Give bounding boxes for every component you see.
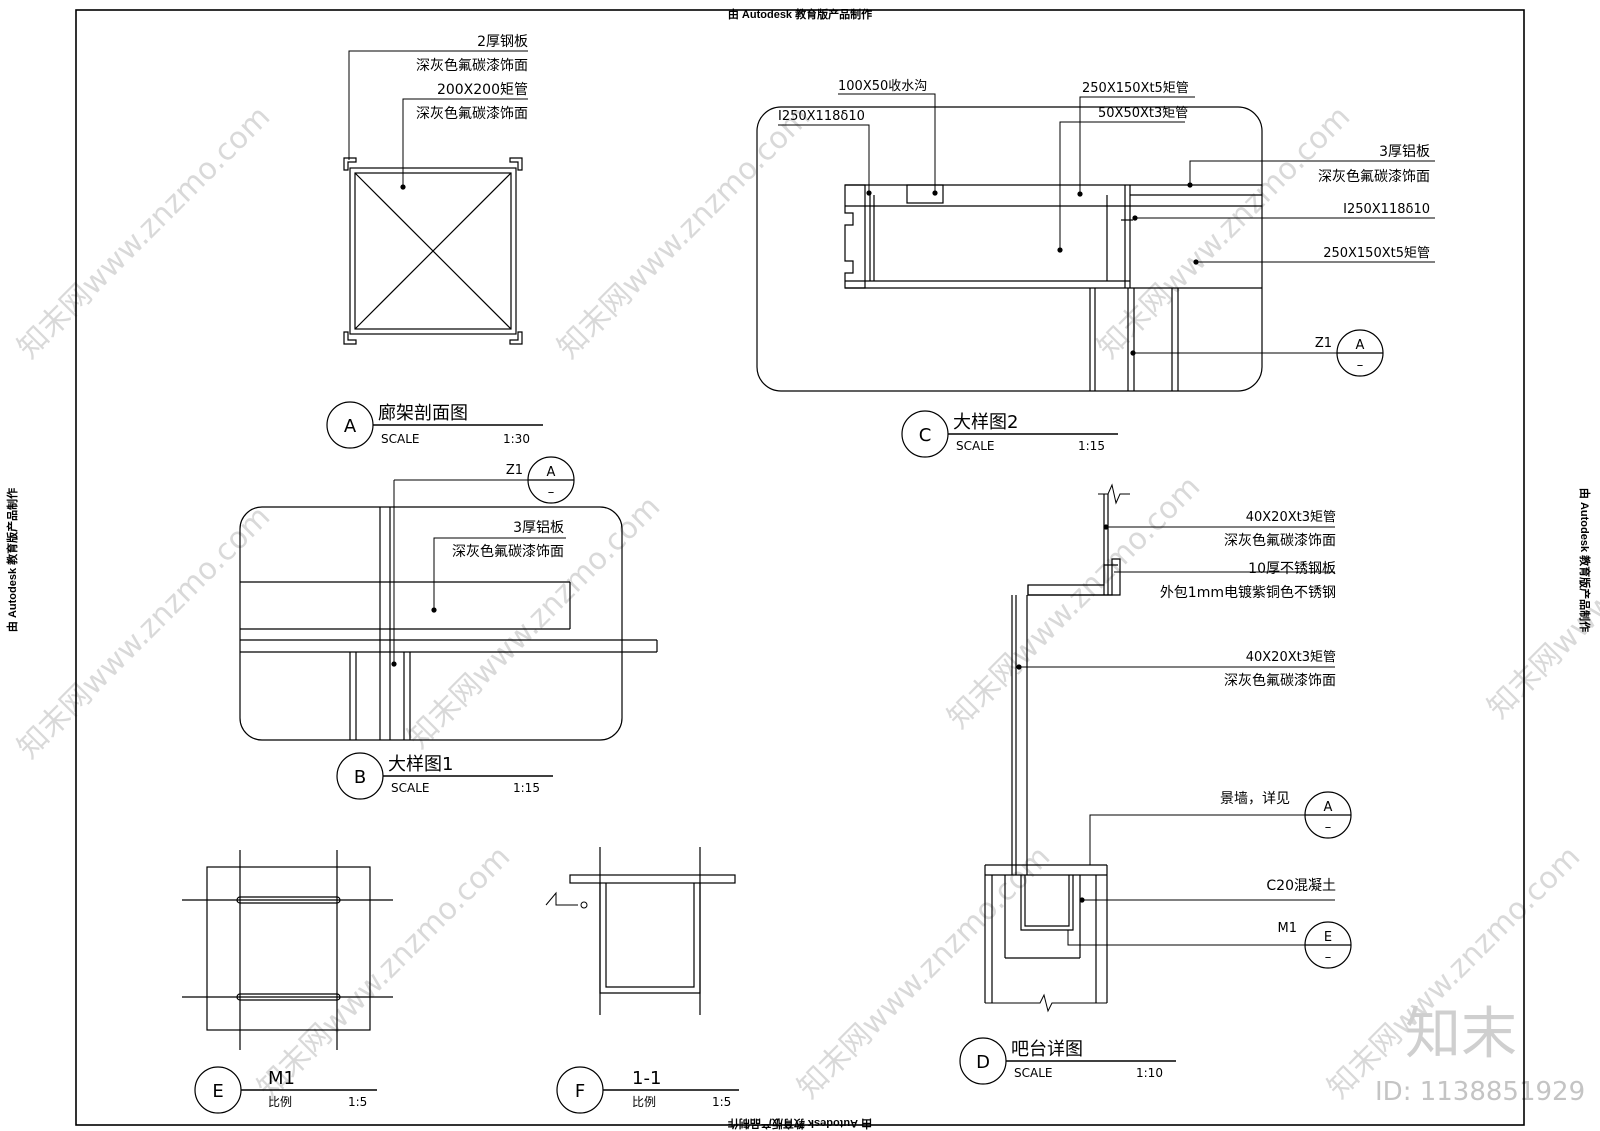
detail-a	[343, 50, 528, 345]
label-d-concrete: C20混凝土	[1266, 878, 1336, 894]
title-block-c: C 大样图2 SCALE 1:15	[901, 410, 1118, 458]
scale-a: 1:30	[503, 432, 530, 446]
label-c-ibeam-left: I250X118δ10	[778, 109, 865, 124]
label-d-finish-2: 深灰色氟碳漆饰面	[1224, 672, 1336, 689]
label-d-tube-1: 40X20Xt3矩管	[1246, 510, 1336, 525]
label-c-tube-top: 250X150Xt5矩管	[1082, 81, 1189, 96]
tag-e: E	[212, 1081, 223, 1102]
title-f: 1-1	[632, 1068, 661, 1089]
scale-label-d: SCALE	[1014, 1066, 1052, 1080]
label-a-4: 深灰色氟碳漆饰面	[416, 105, 528, 122]
stamp-top: 由 Autodesk 教育版产品制作	[728, 7, 872, 21]
ref-d-m1-top: E	[1324, 930, 1332, 945]
title-e: M1	[268, 1068, 295, 1089]
label-a-3: 200X200矩管	[437, 82, 528, 98]
label-d-finish-1: 深灰色氟碳漆饰面	[1224, 532, 1336, 549]
watermark-text: 知末网www.znzmo.com	[251, 839, 517, 1105]
ref-b-bottom: –	[548, 485, 555, 500]
scale-label-c: SCALE	[956, 439, 994, 453]
label-c-finish: 深灰色氟碳漆饰面	[1318, 168, 1430, 185]
tag-c: C	[919, 425, 932, 446]
label-d-cladding: 外包1mm电镀紫铜色不锈钢	[1160, 584, 1336, 601]
title-block-f: F 1-1 比例 1:5	[556, 1066, 739, 1114]
stamp-right: 由 Autodesk 教育版产品制作	[1578, 488, 1592, 632]
watermark-id: ID: 1138851929	[1375, 1077, 1585, 1107]
scale-b: 1:15	[513, 781, 540, 795]
tag-d: D	[976, 1052, 990, 1073]
sheet-border	[75, 9, 1525, 1126]
label-a-2: 深灰色氟碳漆饰面	[416, 57, 528, 74]
scale-label-e: 比例	[268, 1095, 292, 1109]
title-block-d: D 吧台详图 SCALE 1:10	[959, 1037, 1176, 1085]
watermark-text: 知末网www.znzmo.com	[551, 99, 817, 365]
detail-d	[984, 483, 1352, 1013]
detail-f	[545, 847, 736, 1015]
label-d-plate: 10厚不锈钢板	[1248, 561, 1336, 577]
label-b-1: 3厚铝板	[513, 520, 564, 536]
title-d: 吧台详图	[1011, 1039, 1083, 1060]
watermark-text: 知末网www.znzmo.com	[1091, 99, 1357, 365]
label-d-wall: 景墙，详见	[1220, 791, 1290, 807]
tag-b: B	[354, 767, 366, 788]
label-c-small-tube: 50X50Xt3矩管	[1098, 106, 1188, 121]
ref-d-wall-top: A	[1324, 800, 1333, 815]
label-c-gutter: 100X50收水沟	[838, 79, 927, 94]
watermark-text: 知末网www.znzmo.com	[11, 99, 277, 365]
label-c-ibeam-right: I250X118δ10	[1343, 202, 1430, 217]
title-a: 廊架剖面图	[378, 403, 468, 424]
scale-f: 1:5	[712, 1095, 731, 1109]
ref-c-code: Z1	[1315, 336, 1332, 351]
detail-c	[756, 93, 1435, 392]
tag-f: F	[575, 1081, 585, 1102]
label-d-m1: M1	[1278, 921, 1298, 936]
label-a-1: 2厚钢板	[477, 34, 528, 50]
stamp-bottom: 由 Autodesk 教育版产品制作	[728, 1117, 872, 1131]
ref-c-bottom: –	[1357, 358, 1364, 373]
scale-e: 1:5	[348, 1095, 367, 1109]
title-block-a: A 廊架剖面图 SCALE 1:30	[326, 401, 543, 449]
label-c-tube-right: 250X150Xt5矩管	[1323, 246, 1430, 261]
ref-b-top: A	[547, 465, 556, 480]
title-block-e: E M1 比例 1:5	[194, 1066, 377, 1114]
ref-c-top: A	[1356, 338, 1365, 353]
scale-c: 1:15	[1078, 439, 1105, 453]
stamp-left: 由 Autodesk 教育版产品制作	[5, 488, 19, 632]
tag-a: A	[344, 416, 357, 437]
ref-d-m1-bottom: –	[1325, 950, 1332, 965]
label-d-tube-2: 40X20Xt3矩管	[1246, 650, 1336, 665]
detail-e	[182, 850, 393, 1050]
watermark-logo: 知末	[1405, 1002, 1517, 1067]
detail-b	[239, 456, 658, 741]
ref-b-code: Z1	[506, 463, 523, 478]
title-block-b: B 大样图1 SCALE 1:15	[336, 752, 553, 800]
title-c: 大样图2	[953, 412, 1018, 433]
title-b: 大样图1	[388, 754, 453, 775]
scale-d: 1:10	[1136, 1066, 1163, 1080]
ref-d-wall-bottom: –	[1325, 820, 1332, 835]
scale-label-f: 比例	[632, 1095, 656, 1109]
watermark-text: 知末网www.znzmo.com	[11, 499, 277, 765]
scale-label-a: SCALE	[381, 432, 419, 446]
label-b-2: 深灰色氟碳漆饰面	[452, 543, 564, 560]
watermark-text: 知末网www.znzmo.com	[941, 469, 1207, 735]
label-c-alum: 3厚铝板	[1379, 144, 1430, 160]
scale-label-b: SCALE	[391, 781, 429, 795]
